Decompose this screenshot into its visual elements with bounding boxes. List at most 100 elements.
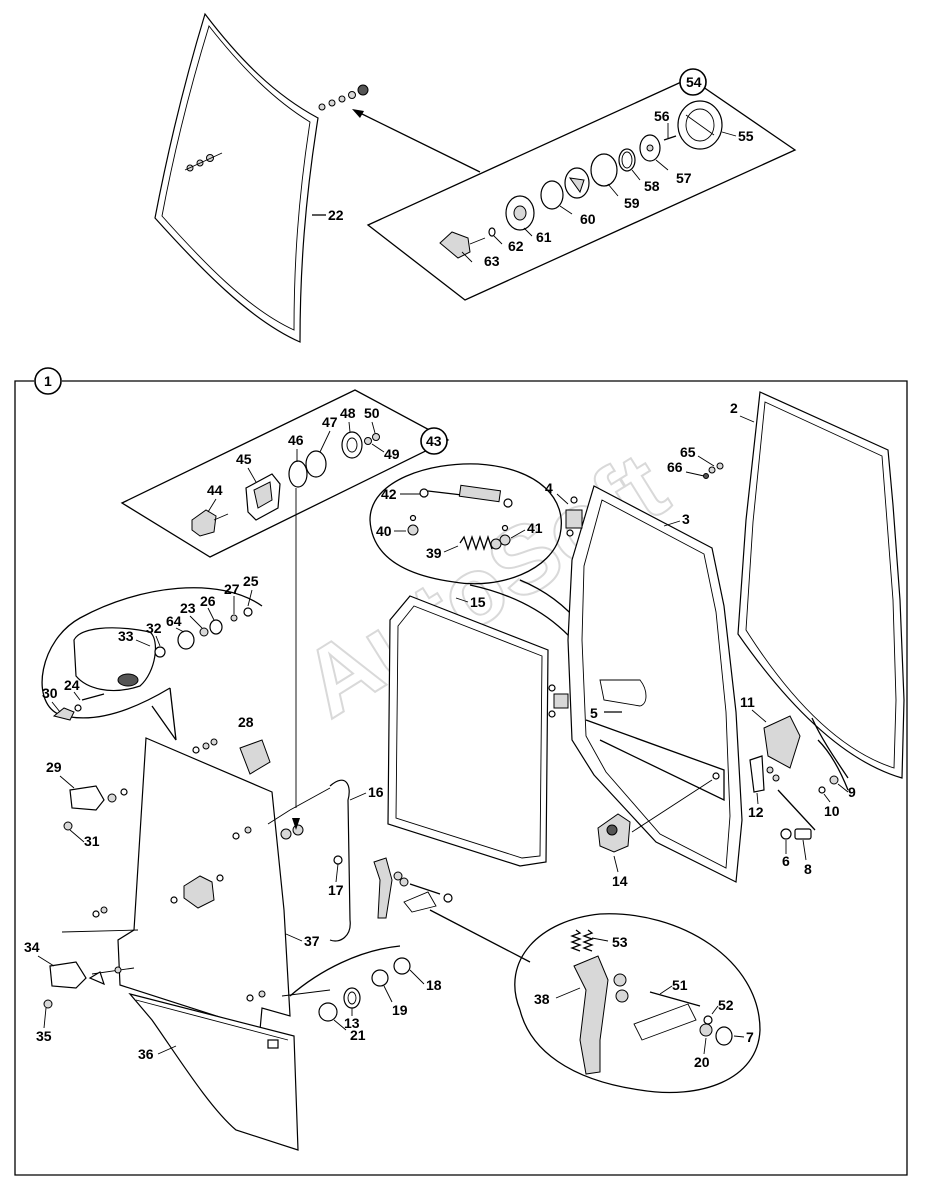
svg-text:58: 58 [644, 178, 660, 194]
svg-text:55: 55 [738, 128, 754, 144]
svg-text:7: 7 [746, 1029, 754, 1045]
svg-text:35: 35 [36, 1028, 52, 1044]
svg-text:37: 37 [304, 933, 320, 949]
svg-text:2: 2 [730, 400, 738, 416]
round-parts [289, 945, 411, 1022]
svg-text:32: 32 [146, 620, 162, 636]
parts-54 [439, 100, 723, 259]
svg-text:6: 6 [782, 853, 790, 869]
svg-text:33: 33 [118, 628, 134, 644]
parts-43 [191, 431, 380, 537]
labels-panel: 28 16 37 17 [238, 714, 384, 949]
svg-text:26: 26 [200, 593, 216, 609]
windshield-glass-22 [154, 12, 369, 343]
svg-text:9: 9 [848, 784, 856, 800]
labels-round: 13 21 19 18 [333, 969, 442, 1043]
svg-text:5: 5 [590, 705, 598, 721]
detail-bubble-39-42 [369, 463, 614, 706]
svg-text:62: 62 [508, 238, 524, 254]
svg-text:38: 38 [534, 991, 550, 1007]
svg-text:64: 64 [166, 613, 182, 629]
svg-text:49: 49 [384, 446, 400, 462]
svg-text:15: 15 [470, 594, 486, 610]
svg-text:22: 22 [328, 207, 344, 223]
svg-text:14: 14 [612, 873, 628, 889]
svg-text:65: 65 [680, 444, 696, 460]
svg-text:39: 39 [426, 545, 442, 561]
lower-panel-36 [128, 992, 299, 1151]
svg-text:57: 57 [676, 170, 692, 186]
svg-text:19: 19 [392, 1002, 408, 1018]
svg-text:59: 59 [624, 195, 640, 211]
latch-parts-right [749, 715, 849, 840]
svg-text:8: 8 [804, 861, 812, 877]
callout-54: 54 [679, 68, 707, 96]
assembly-43-box [120, 389, 450, 558]
svg-text:12: 12 [748, 804, 764, 820]
svg-text:28: 28 [238, 714, 254, 730]
labels-glass2: 2 65 66 [667, 400, 755, 477]
svg-text:66: 66 [667, 459, 683, 475]
svg-text:40: 40 [376, 523, 392, 539]
handle-parts-left [43, 785, 128, 1009]
svg-text:44: 44 [207, 482, 223, 498]
svg-text:30: 30 [42, 685, 58, 701]
svg-text:53: 53 [612, 934, 628, 950]
labels-43: 44 45 46 47 48 50 49 [207, 405, 400, 513]
svg-text:63: 63 [484, 253, 500, 269]
svg-text:10: 10 [824, 803, 840, 819]
svg-text:31: 31 [84, 833, 100, 849]
svg-text:21: 21 [350, 1027, 366, 1043]
labels-right: 11 12 9 10 6 8 [740, 694, 856, 877]
svg-text:17: 17 [328, 882, 344, 898]
svg-text:48: 48 [340, 405, 356, 421]
svg-text:46: 46 [288, 432, 304, 448]
labels-latch: 53 38 51 52 20 7 [534, 934, 754, 1070]
svg-text:45: 45 [236, 451, 252, 467]
label-14: 14 [612, 855, 628, 889]
svg-text:29: 29 [46, 759, 62, 775]
main-assembly-frame [14, 380, 908, 1176]
latch-bubble [429, 909, 761, 1094]
label-22: 22 [312, 207, 344, 223]
svg-text:27: 27 [224, 581, 240, 597]
svg-text:43: 43 [426, 433, 442, 449]
door-frame-3 [548, 485, 743, 883]
assembly-54-box [352, 77, 797, 301]
svg-text:61: 61 [536, 229, 552, 245]
callout-43: 43 [420, 427, 448, 455]
callout-1: 1 [34, 367, 62, 395]
svg-text:56: 56 [654, 108, 670, 124]
svg-text:52: 52 [718, 997, 734, 1013]
svg-text:3: 3 [682, 511, 690, 527]
label-36: 36 [138, 1045, 177, 1062]
detail-bubble-left [41, 587, 263, 741]
svg-text:18: 18 [426, 977, 442, 993]
labels-left-handles: 29 31 34 35 [24, 759, 100, 1044]
svg-text:41: 41 [527, 520, 543, 536]
svg-text:24: 24 [64, 677, 80, 693]
svg-text:51: 51 [672, 977, 688, 993]
svg-text:60: 60 [580, 211, 596, 227]
labels-bubble: 42 40 39 41 [376, 486, 543, 561]
svg-text:1: 1 [44, 373, 52, 389]
side-glass-2 [703, 391, 905, 779]
rear-glass-15 [387, 595, 549, 867]
labels-door: 3 4 5 [545, 480, 690, 721]
lock-housing-14 [597, 779, 713, 853]
latch-lever-small [373, 857, 453, 919]
svg-text:4: 4 [545, 480, 553, 496]
svg-text:11: 11 [740, 694, 755, 710]
svg-text:42: 42 [381, 486, 397, 502]
label-15: 15 [455, 594, 486, 610]
svg-text:36: 36 [138, 1046, 154, 1062]
svg-text:20: 20 [694, 1054, 710, 1070]
svg-text:47: 47 [322, 414, 338, 430]
labels-54: 63 62 61 60 59 58 57 56 55 [461, 108, 754, 269]
svg-text:13: 13 [344, 1015, 360, 1031]
labels-left-bubble: 33 32 64 23 26 27 25 24 30 [42, 573, 259, 713]
svg-text:54: 54 [686, 74, 702, 90]
svg-text:50: 50 [364, 405, 380, 421]
svg-text:34: 34 [24, 939, 40, 955]
